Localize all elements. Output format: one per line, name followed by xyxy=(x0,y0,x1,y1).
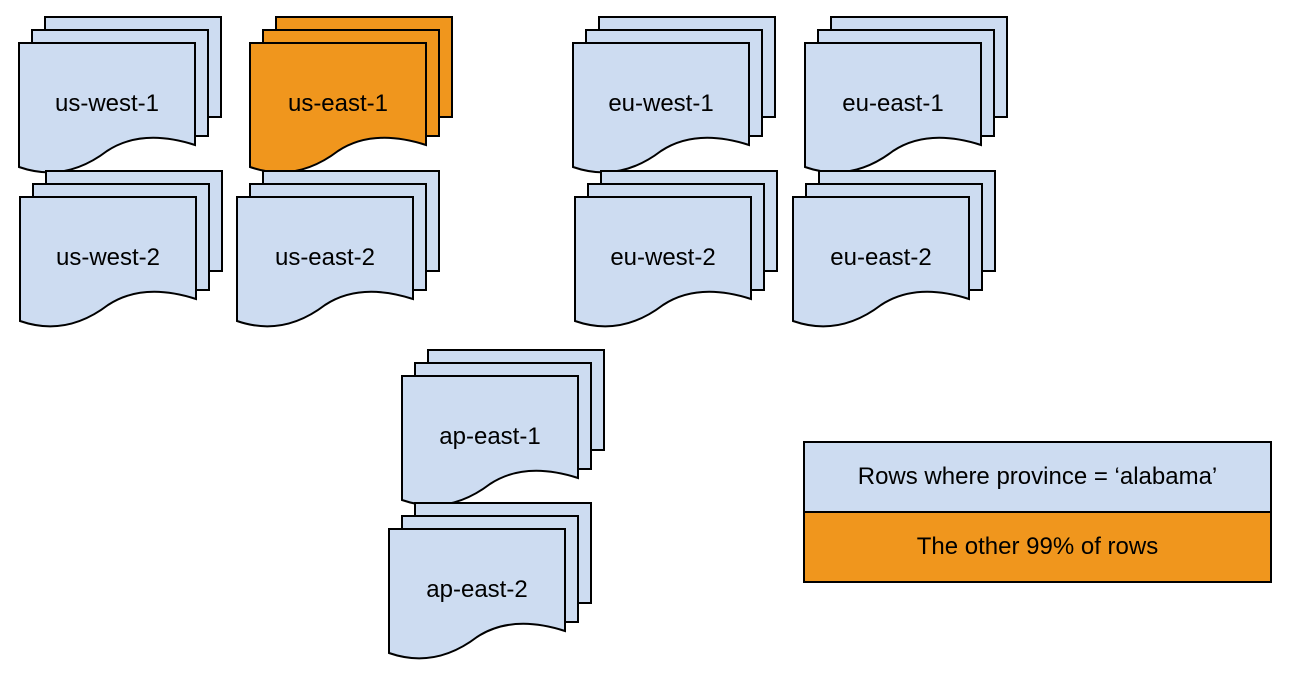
multi-document-icon xyxy=(574,170,778,328)
doc-stack-eu-west-1: eu-west-1 xyxy=(572,16,776,178)
legend-row-alabama-rows: Rows where province = ‘alabama’ xyxy=(805,443,1270,511)
multi-document-icon xyxy=(804,16,1008,174)
doc-stack-label: us-west-1 xyxy=(54,90,160,117)
doc-stack-label: eu-east-2 xyxy=(830,244,932,271)
multi-document-icon xyxy=(401,349,605,507)
multi-document-icon xyxy=(249,16,453,174)
doc-stack-label: eu-west-1 xyxy=(608,90,714,117)
multi-document-icon xyxy=(18,16,222,174)
doc-stack-label: eu-east-1 xyxy=(842,90,944,117)
doc-stack-us-west-1: us-west-1 xyxy=(18,16,222,178)
doc-stack-eu-west-2: eu-west-2 xyxy=(574,170,778,332)
doc-stack-us-west-2: us-west-2 xyxy=(19,170,223,332)
document-page-front xyxy=(18,42,196,174)
document-page-front xyxy=(574,196,752,328)
document-page-front xyxy=(792,196,970,328)
document-page-front xyxy=(236,196,414,328)
doc-stack-us-east-1: us-east-1 xyxy=(249,16,453,178)
doc-stack-eu-east-1: eu-east-1 xyxy=(804,16,1008,178)
multi-document-icon xyxy=(572,16,776,174)
legend-label-alabama-rows: Rows where province = ‘alabama’ xyxy=(857,463,1218,490)
doc-stack-label: us-east-1 xyxy=(287,90,389,117)
doc-stack-label: ap-east-1 xyxy=(439,423,541,450)
legend-row-other-rows: The other 99% of rows xyxy=(805,511,1270,581)
doc-stack-us-east-2: us-east-2 xyxy=(236,170,440,332)
doc-stack-eu-east-2: eu-east-2 xyxy=(792,170,996,332)
legend: Rows where province = ‘alabama’ The othe… xyxy=(803,441,1272,583)
multi-document-icon xyxy=(792,170,996,328)
multi-document-icon xyxy=(19,170,223,328)
document-page-front xyxy=(19,196,197,328)
doc-stack-ap-east-2: ap-east-2 xyxy=(388,502,592,664)
doc-stack-label: eu-west-2 xyxy=(610,244,716,271)
legend-label-other-rows: The other 99% of rows xyxy=(916,533,1159,560)
doc-stack-label: us-west-2 xyxy=(55,244,161,271)
doc-stack-label: ap-east-2 xyxy=(426,576,528,603)
doc-stack-ap-east-1: ap-east-1 xyxy=(401,349,605,511)
document-page-front xyxy=(388,528,566,660)
doc-stack-label: us-east-2 xyxy=(274,244,376,271)
document-page-front xyxy=(572,42,750,174)
multi-document-icon xyxy=(236,170,440,328)
multi-document-icon xyxy=(388,502,592,660)
